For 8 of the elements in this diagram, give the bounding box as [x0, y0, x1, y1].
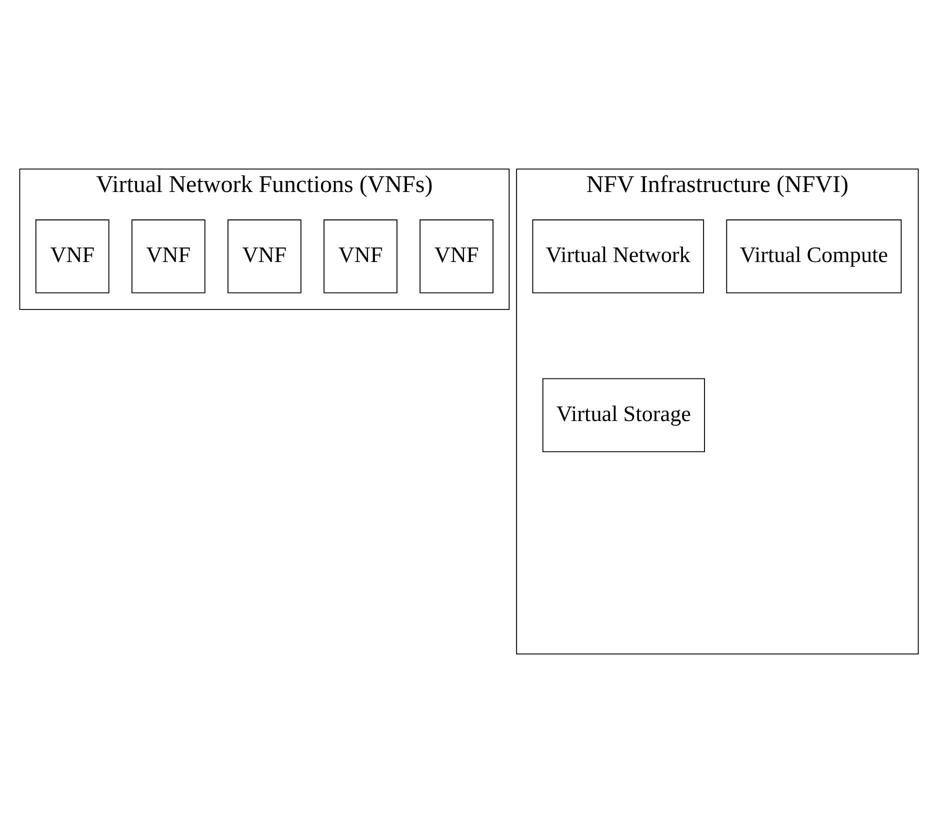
- node-box: Virtual Compute: [726, 218, 902, 293]
- node-box: VNF: [131, 218, 206, 293]
- node-box: VNF: [324, 218, 398, 293]
- node-box: VNF: [35, 218, 110, 293]
- node-box: Virtual Storage: [542, 378, 705, 452]
- node-box: VNF: [228, 218, 302, 293]
- node-box: Virtual Network: [532, 218, 704, 293]
- node-box: VNF: [420, 218, 494, 293]
